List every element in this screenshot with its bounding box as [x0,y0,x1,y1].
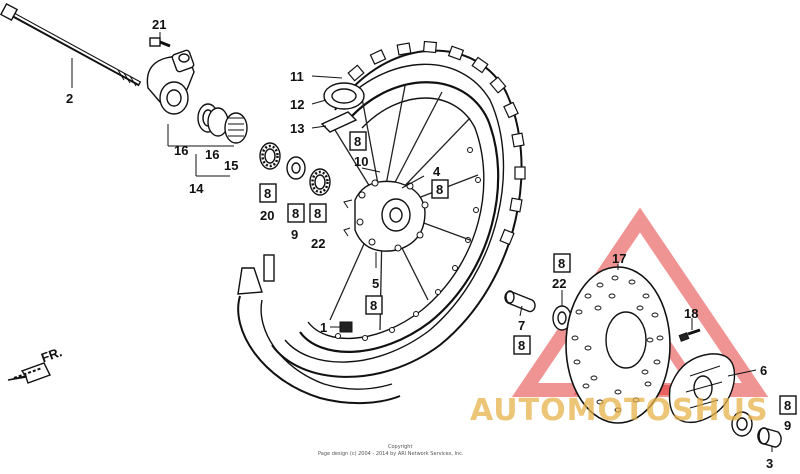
callout-22-right: 22 [552,276,566,291]
callout-7: 7 [518,318,525,333]
inner-tube [323,82,365,110]
callout-18: 18 [684,306,698,321]
callout-11: 11 [290,69,304,84]
svg-text:8: 8 [784,398,791,413]
callout-2: 2 [66,91,73,106]
watermark-text: AUTOMOTOSHUS [470,393,769,428]
svg-text:8: 8 [518,338,525,353]
svg-text:8: 8 [558,256,565,271]
boxed-ref-10: 8 [349,131,367,151]
callout-20: 20 [260,208,274,223]
callout-16a: 16 [174,143,188,158]
callout-labels: 2 21 11 12 13 10 4 16 16 15 14 20 9 22 5… [66,17,791,471]
brake-disc [565,266,671,424]
boxed-ref-7: 8 [513,335,531,355]
boxed-ref-22: 8 [309,203,327,223]
valve-cap-1 [339,321,353,333]
boxed-ref-9: 8 [287,203,305,223]
speedometer-gearbox [146,49,195,115]
svg-text:8: 8 [436,182,443,197]
copyright-line-2: Page design (c) 2004 - 2014 by ARI Netwo… [318,451,464,457]
boxed-ref-20: 8 [259,183,277,203]
callout-6: 6 [760,363,767,378]
front-hub [343,179,429,252]
svg-text:8: 8 [314,206,321,221]
front-axle [0,2,142,87]
svg-text:8: 8 [370,298,377,313]
dust-seal-9 [286,156,306,180]
callout-13: 13 [290,121,304,136]
direction-label: FR. [39,344,64,365]
callout-3: 3 [766,456,773,471]
callout-9-right: 9 [784,418,791,433]
callout-21: 21 [152,17,166,32]
collar-7 [504,290,536,313]
bearing-20 [259,142,281,170]
speedo-gear-parts [197,103,248,144]
leader-lines [71,32,773,452]
boxed-ref-4: 8 [431,179,449,199]
callout-17: 17 [612,251,626,266]
svg-text:8: 8 [264,186,271,201]
svg-text:8: 8 [354,134,361,149]
bolt-21 [149,37,171,48]
callout-4: 4 [433,164,441,179]
callout-9: 9 [291,227,298,242]
callout-5: 5 [372,276,379,291]
callout-22: 22 [311,236,325,251]
callout-15: 15 [224,158,238,173]
disc-bolt [678,328,701,342]
callout-12: 12 [290,97,304,112]
boxed-ref-5: 8 [365,295,383,315]
boxed-ref-22-right: 8 [553,253,571,273]
boxed-references: 8 8 8 8 8 8 8 8 8 [259,131,797,415]
callout-10: 10 [354,154,368,169]
tire-lower-section [237,254,401,405]
svg-text:8: 8 [292,206,299,221]
bearing-22 [309,168,331,196]
disc-cover [668,353,736,424]
callout-14: 14 [189,181,204,196]
boxed-ref-9-right: 8 [779,395,797,415]
front-direction-arrow: FR. [7,344,64,384]
callout-16b: 16 [205,147,219,162]
rim-band [320,111,358,133]
seal-9-right [731,411,753,437]
callout-1: 1 [320,320,327,335]
side-collar [757,427,782,448]
copyright-line-1: Copyright [388,444,412,450]
front-wheel [271,40,526,378]
